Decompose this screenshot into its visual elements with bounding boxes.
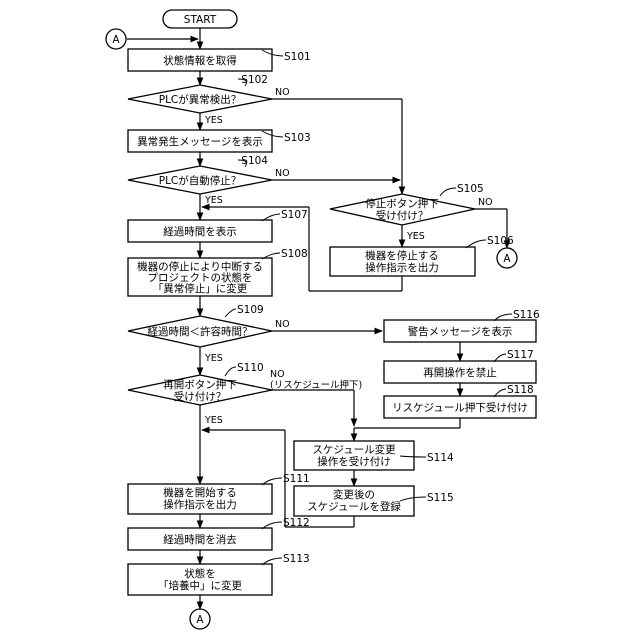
no-label-s110: NO: [270, 369, 285, 380]
yes-label-s105: YES: [406, 231, 425, 242]
label-s101: S101: [284, 51, 311, 63]
step-s118-text: リスケジュール押下受け付け: [392, 401, 528, 414]
step-s115: 変更後の スケジュールを登録: [294, 486, 414, 516]
start-label: START: [184, 14, 217, 26]
step-s112: 経過時間を消去: [128, 528, 272, 550]
step-s106-line1: 機器を停止する: [365, 249, 439, 262]
yes-label-s109: YES: [204, 353, 223, 364]
connector-a-top-label: A: [112, 34, 120, 46]
step-s111-line2: 操作指示を出力: [163, 498, 237, 511]
step-s106-line2: 操作指示を出力: [365, 261, 439, 274]
decision-s104-text: PLCが自動停止？: [159, 174, 242, 187]
label-s115: S115: [427, 492, 454, 504]
decision-s105: 停止ボタン押下 受け付け？: [330, 194, 475, 225]
label-s106: S106: [487, 235, 514, 247]
step-s106: 機器を停止する 操作指示を出力: [330, 247, 475, 276]
step-s116: 警告メッセージを表示: [384, 320, 536, 342]
connector-a-bottom-label: A: [196, 614, 204, 626]
no-label-s105: NO: [478, 197, 493, 208]
label-s110: S110: [237, 362, 264, 374]
step-s101: 状態情報を取得: [128, 49, 272, 71]
label-s105: S105: [457, 183, 484, 195]
label-s109: S109: [237, 304, 264, 316]
decision-s109: 経過時間＜許容時間？: [128, 316, 272, 347]
label-s103: S103: [284, 132, 311, 144]
step-s108: 機器の停止により中断する プロジェクトの状態を 「異常停止」に変更: [128, 258, 272, 296]
decision-s102: PLCが異常検出？: [128, 85, 272, 113]
decision-s104: PLCが自動停止？: [128, 166, 272, 194]
step-s117: 再開操作を禁止: [384, 361, 536, 383]
no-label-s104: NO: [275, 168, 290, 179]
step-s116-text: 警告メッセージを表示: [408, 325, 513, 338]
label-s116: S116: [513, 309, 540, 321]
step-s114: スケジュール変更 操作を受け付け: [294, 441, 414, 470]
yes-label-s110: YES: [204, 415, 223, 426]
step-s118: リスケジュール押下受け付け: [384, 396, 536, 418]
step-s108-line3: 「異常停止」に変更: [153, 282, 248, 295]
step-s107: 経過時間を表示: [128, 220, 272, 242]
decision-s110-line2: 受け付け？: [174, 390, 227, 403]
step-s111: 機器を開始する 操作指示を出力: [128, 484, 272, 514]
start-node: START: [163, 10, 237, 28]
step-s112-text: 経過時間を消去: [163, 533, 237, 546]
connector-a-right-label: A: [503, 253, 511, 265]
connector-a-right: A: [497, 248, 517, 268]
step-s111-line1: 機器を開始する: [163, 486, 237, 499]
label-s114: S114: [427, 452, 454, 464]
decision-s105-line1: 停止ボタン押下: [365, 197, 439, 210]
step-s101-text: 状態情報を取得: [163, 54, 237, 67]
label-s118: S118: [507, 384, 534, 396]
step-s113: 状態を 「培養中」に変更: [128, 564, 272, 595]
yes-label-s104: YES: [204, 195, 223, 206]
step-s103-text: 異常発生メッセージを表示: [137, 135, 263, 148]
label-s107: S107: [281, 209, 308, 221]
step-s115-line2: スケジュールを登録: [307, 500, 401, 513]
no-label-s102: NO: [275, 87, 290, 98]
decision-s110: 再開ボタン押下 受け付け？: [128, 375, 272, 405]
label-s102: S102: [241, 74, 268, 86]
step-s115-line1: 変更後の: [333, 488, 375, 501]
label-s117: S117: [507, 349, 534, 361]
label-s113: S113: [283, 553, 310, 565]
step-s113-line2: 「培養中」に変更: [158, 579, 242, 592]
decision-s105-line2: 受け付け？: [376, 209, 429, 222]
step-s117-text: 再開操作を禁止: [423, 366, 497, 379]
label-s104: S104: [241, 155, 268, 167]
no-label-s109: NO: [275, 319, 290, 330]
decision-s110-line1: 再開ボタン押下: [163, 378, 237, 391]
yes-label-s102: YES: [204, 115, 223, 126]
decision-s109-text: 経過時間＜許容時間？: [148, 325, 253, 338]
step-s107-text: 経過時間を表示: [163, 225, 237, 238]
step-s114-line1: スケジュール変更: [312, 443, 396, 456]
connector-a-bottom: A: [190, 609, 210, 629]
label-s111: S111: [283, 473, 310, 485]
flow-lines: [127, 28, 507, 609]
label-s112: S112: [283, 517, 310, 529]
connector-a-top: A: [106, 29, 126, 49]
reschedule-note: (リスケジュール押下): [270, 379, 362, 391]
label-s108: S108: [281, 248, 308, 260]
step-s114-line2: 操作を受け付け: [317, 455, 391, 468]
step-s113-line1: 状態を: [184, 567, 216, 580]
decision-s102-text: PLCが異常検出？: [159, 93, 242, 106]
step-s103: 異常発生メッセージを表示: [128, 130, 272, 152]
